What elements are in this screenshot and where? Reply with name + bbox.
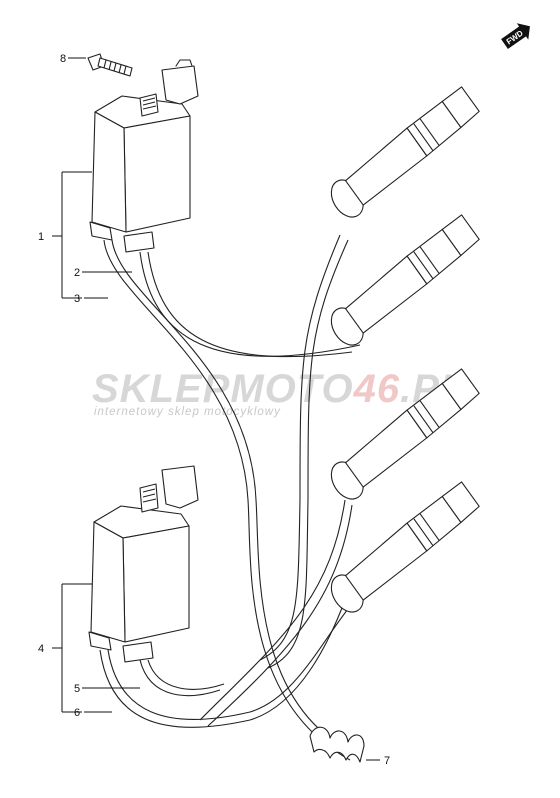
plug-cap-2: [330, 214, 480, 346]
fwd-arrow-icon: FWD: [501, 23, 530, 49]
callout-7: 7: [384, 755, 390, 767]
callout-1: 1: [38, 231, 44, 243]
callout-6: 6: [74, 707, 80, 719]
clamp-part-7: [309, 726, 365, 763]
callout-5: 5: [74, 683, 80, 695]
watermark-tagline: internetowy sklep motocyklowy: [94, 406, 281, 418]
upper-ignition-coil: [89, 59, 199, 253]
plug-cap-1: [330, 86, 480, 218]
lower-ignition-coil: [88, 465, 199, 663]
spark-plug-caps: [330, 86, 480, 613]
callout-2: 2: [74, 267, 80, 279]
plug-cap-3: [330, 368, 480, 500]
watermark-brand: SKLEPMOTO46.PL: [92, 367, 465, 411]
callouts: 8 1 2 3 4 5 6 7: [38, 53, 390, 767]
callout-8: 8: [60, 53, 66, 65]
plug-cap-4: [330, 481, 480, 613]
callout-4: 4: [38, 643, 44, 655]
bolt-part-8: [87, 53, 133, 77]
callout-3: 3: [74, 293, 80, 305]
high-tension-leads: [99, 234, 361, 761]
